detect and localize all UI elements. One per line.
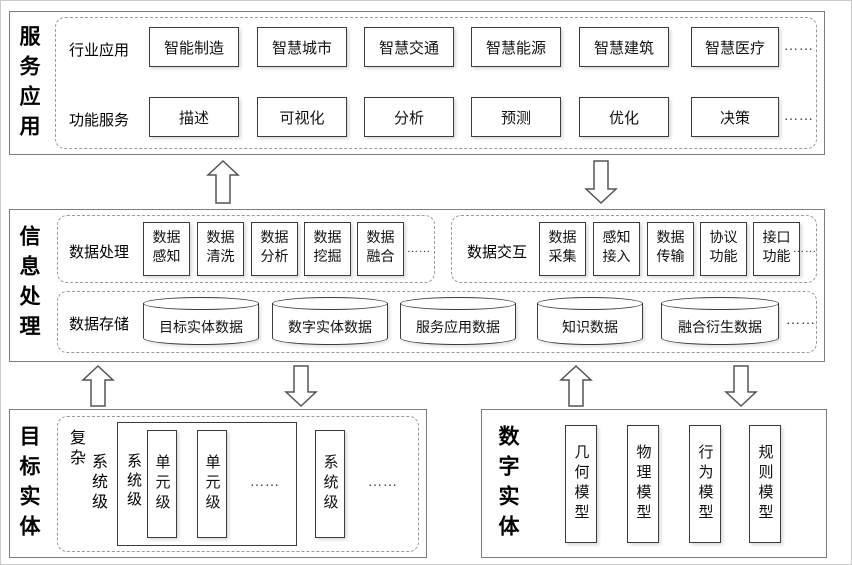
- industry-app-item: 智慧交通: [364, 27, 454, 67]
- service-layer-title: 服务应用: [17, 25, 41, 145]
- data-interaction-item: 数据采集: [539, 222, 586, 276]
- model-item: 行为模型: [689, 425, 721, 543]
- data-storage-label: 数据存储: [68, 317, 129, 333]
- data-processing-ellipsis: ……: [407, 243, 431, 255]
- data-storage-ellipsis: ……: [786, 313, 816, 328]
- function-service-item: 可视化: [257, 97, 347, 137]
- cylinder-top: [537, 297, 643, 310]
- industry-apps-label: 行业应用: [68, 43, 129, 59]
- data-processing-label: 数据处理: [68, 245, 129, 261]
- data-processing-item: 数据挖掘: [304, 222, 351, 276]
- data-processing-item: 数据分析: [251, 222, 298, 276]
- function-service-item: 预测: [471, 97, 561, 137]
- system-level-ellipsis: ……: [368, 475, 398, 490]
- function-service-item: 分析: [364, 97, 454, 137]
- model-item: 几何模型: [565, 425, 597, 543]
- industry-apps-ellipsis: ……: [784, 39, 814, 54]
- data-processing-item: 数据感知: [143, 222, 190, 276]
- system-level-item: 系统级: [315, 430, 345, 538]
- data-interaction-group: [451, 215, 817, 283]
- database-cylinder: 目标实体数据: [143, 297, 259, 345]
- up-arrow-icon: [81, 364, 115, 407]
- database-cylinder: 融合衍生数据: [661, 297, 779, 345]
- industry-app-item: 智慧医疗: [691, 27, 779, 67]
- industry-app-item: 智慧能源: [471, 27, 561, 67]
- database-cylinder: 服务应用数据: [400, 297, 516, 345]
- storage-item-label: 融合衍生数据: [678, 320, 762, 336]
- complex-system-label-top: 复杂: [67, 429, 84, 469]
- down-arrow-icon: [284, 365, 318, 408]
- function-service-item: 优化: [579, 97, 669, 137]
- storage-item-label: 服务应用数据: [416, 320, 500, 336]
- storage-item-label: 目标实体数据: [159, 320, 243, 336]
- down-arrow-icon: [724, 365, 758, 408]
- data-interaction-item: 数据传输: [647, 222, 694, 276]
- function-service-item: 决策: [691, 97, 779, 137]
- data-storage-group: [57, 291, 817, 353]
- cylinder-top: [400, 297, 516, 310]
- cylinder-top: [661, 297, 779, 310]
- model-item: 规则模型: [749, 425, 781, 543]
- industry-app-item: 智能制造: [149, 27, 239, 67]
- data-interaction-item: 感知接入: [593, 222, 640, 276]
- function-services-label: 功能服务: [68, 113, 129, 129]
- storage-item-label: 数字实体数据: [288, 320, 372, 336]
- system-level-inner-label: 系统级: [125, 453, 141, 510]
- function-service-item: 描述: [149, 97, 239, 137]
- cylinder-top: [272, 297, 388, 310]
- industry-app-item: 智慧建筑: [579, 27, 669, 67]
- data-processing-item: 数据清洗: [197, 222, 244, 276]
- digital-entity-title: 数字实体: [496, 425, 520, 545]
- cylinder-body: [272, 303, 388, 345]
- cylinder-body: [661, 303, 779, 345]
- unit-level-item: 单元级: [147, 430, 177, 538]
- unit-level-item: 单元级: [197, 430, 227, 538]
- function-services-ellipsis: ……: [784, 109, 814, 124]
- industry-app-item: 智慧城市: [257, 27, 347, 67]
- database-cylinder: 知识数据: [537, 297, 643, 345]
- model-item: 物理模型: [627, 425, 659, 543]
- cylinder-body: [400, 303, 516, 345]
- unit-level-ellipsis: ……: [250, 475, 280, 490]
- target-entity-title: 目标实体: [17, 425, 41, 545]
- up-arrow-icon: [206, 159, 240, 204]
- storage-item-label: 知识数据: [562, 320, 618, 336]
- service-layer-group: [55, 17, 817, 149]
- info-layer-title: 信息处理: [17, 225, 41, 345]
- up-arrow-icon: [559, 364, 593, 407]
- target-entity-group: [57, 416, 419, 552]
- data-interaction-item: 接口功能: [753, 222, 800, 276]
- cylinder-body: [537, 303, 643, 345]
- data-interaction-label: 数据交互: [466, 245, 527, 261]
- down-arrow-icon: [584, 160, 618, 205]
- database-cylinder: 数字实体数据: [272, 297, 388, 345]
- complex-system-label-bottom: 系统级: [89, 453, 106, 513]
- data-interaction-item: 协议功能: [700, 222, 747, 276]
- data-processing-group: [57, 215, 435, 283]
- data-processing-item: 数据融合: [357, 222, 404, 276]
- cylinder-body: [143, 303, 259, 345]
- data-interaction-ellipsis: ……: [794, 243, 816, 255]
- cylinder-top: [143, 297, 259, 310]
